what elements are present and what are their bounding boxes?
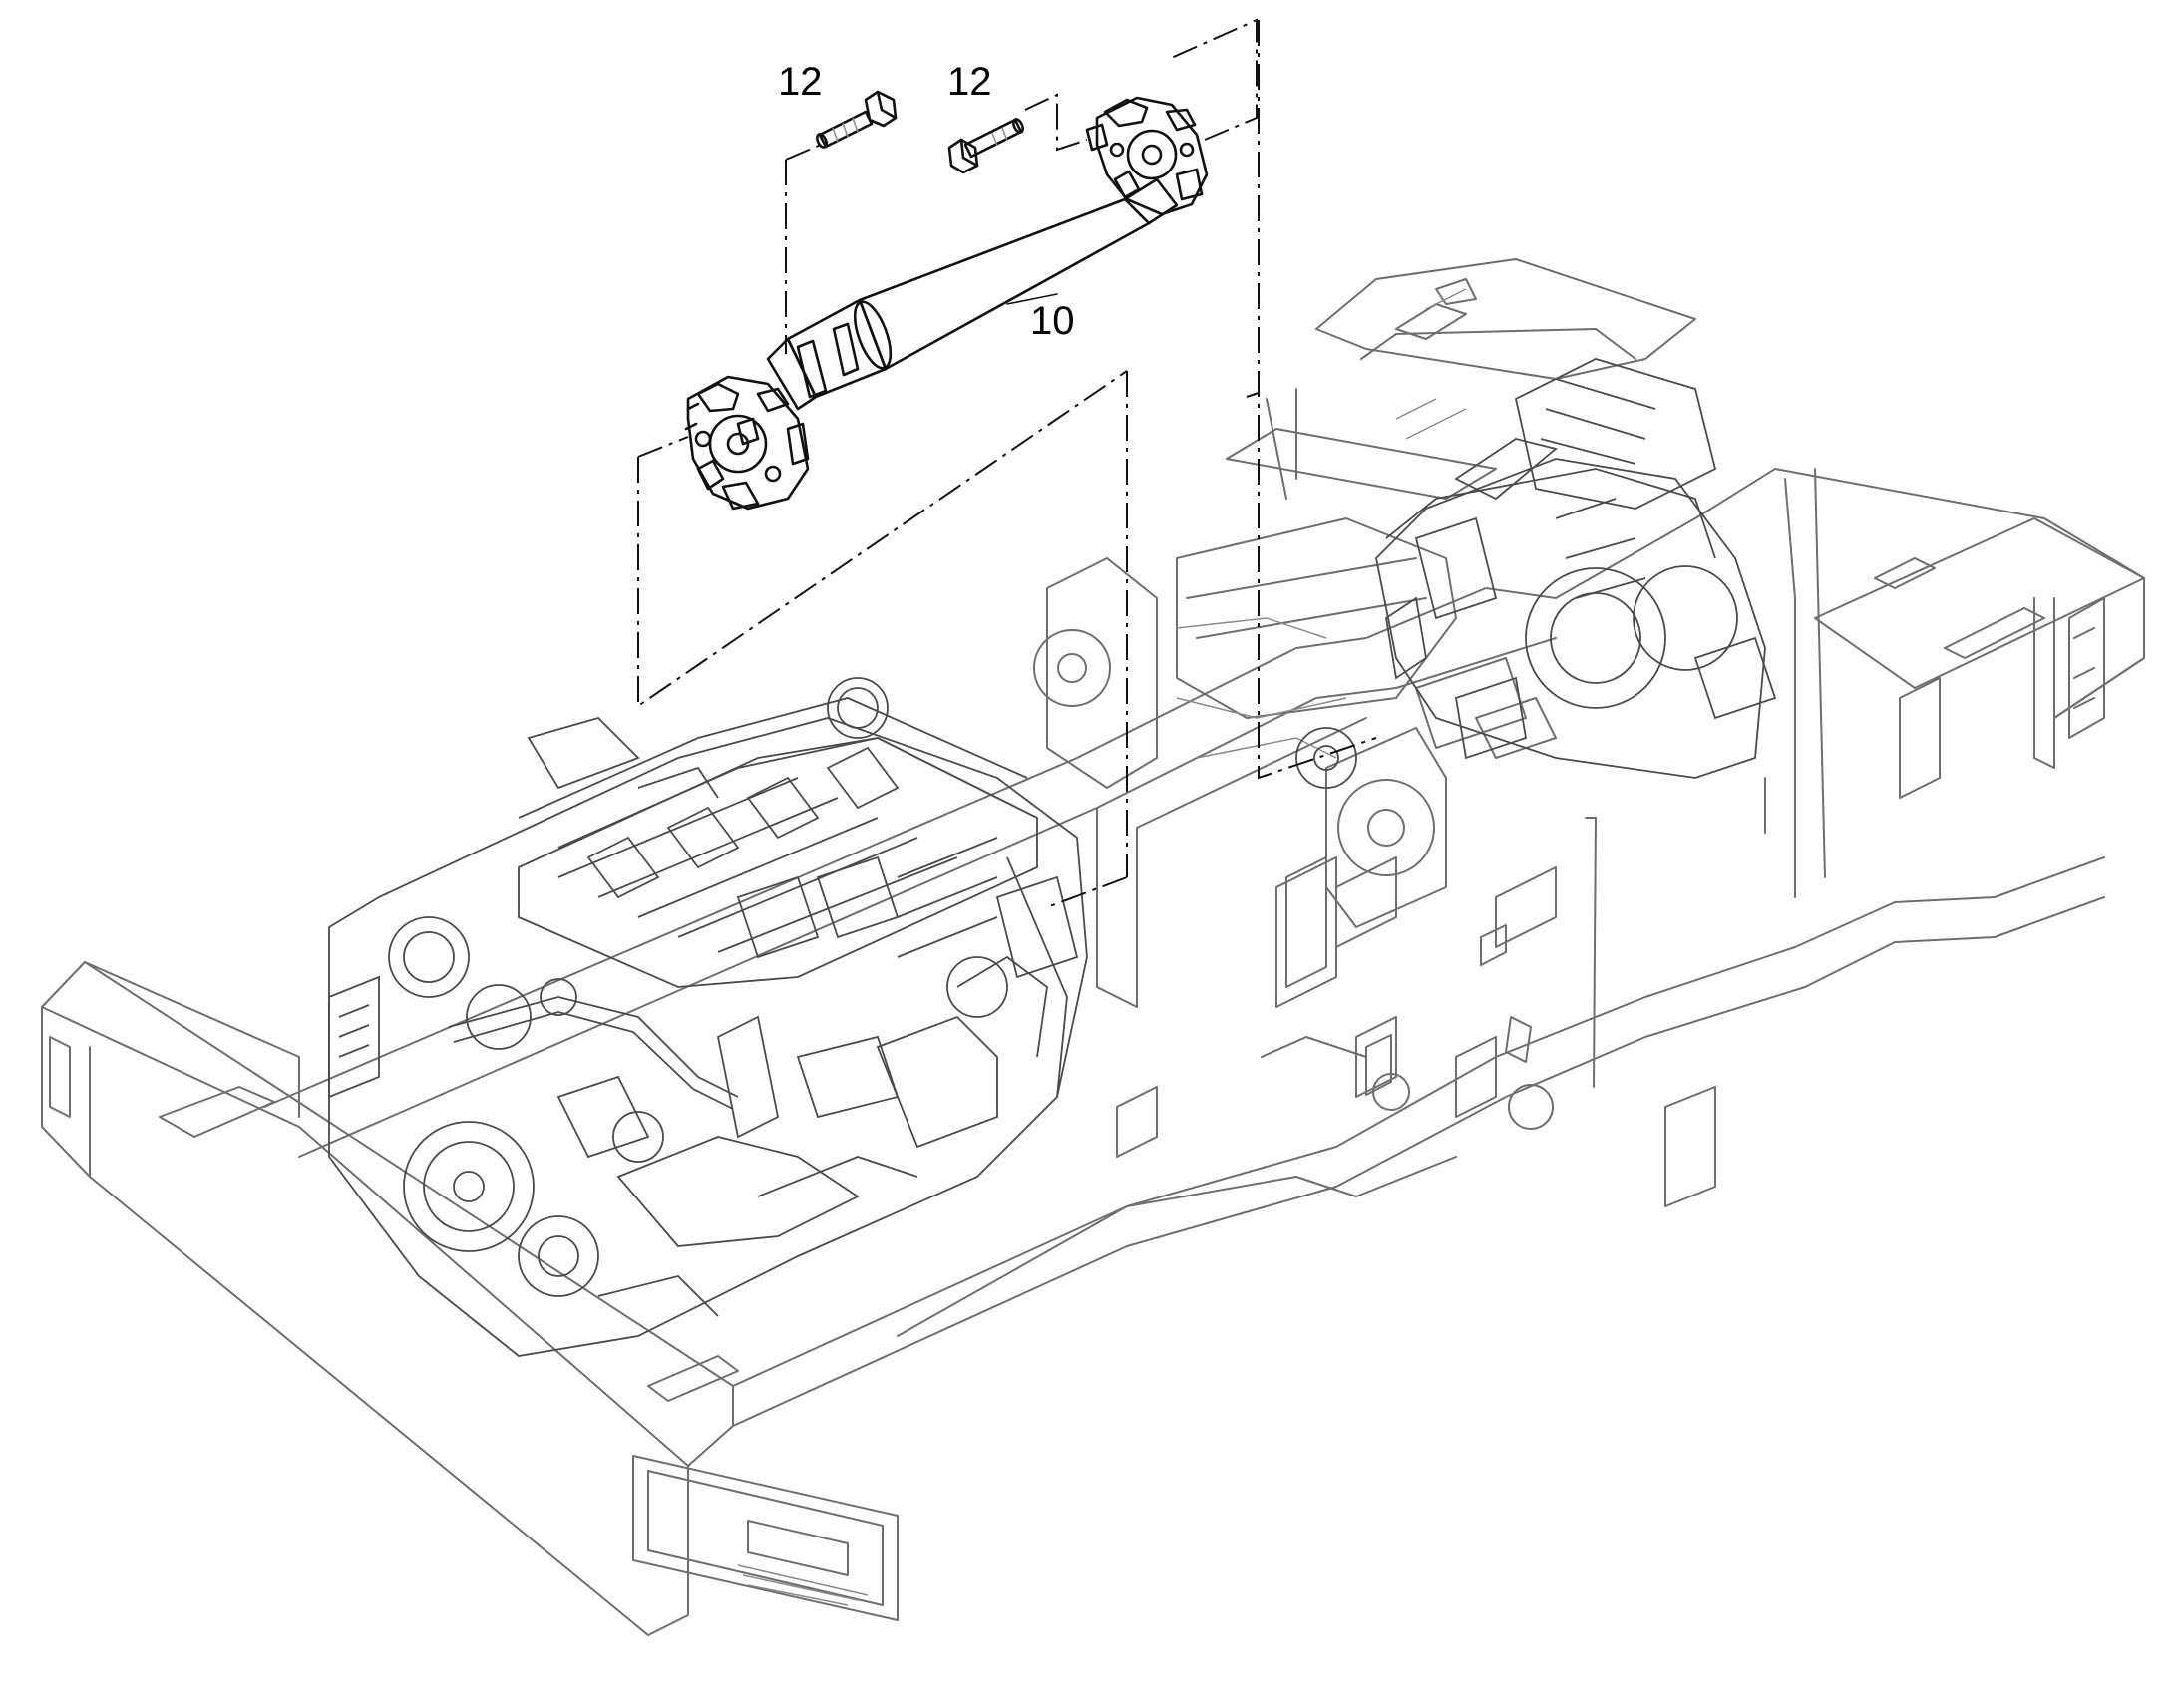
callout-bolt-left: 12 — [778, 60, 823, 104]
bolt-right — [947, 118, 1024, 174]
callout-10-leader — [1006, 293, 1058, 305]
bolt-left — [816, 90, 898, 149]
transmission-assembly — [1295, 358, 1777, 789]
chassis-frame — [41, 258, 2145, 1636]
callout-bolt-right: 12 — [947, 60, 992, 104]
front-flange-yoke — [684, 375, 810, 511]
callout-drive-shaft: 10 — [1030, 299, 1075, 343]
engine-assembly — [328, 677, 1088, 1357]
assembly-guide-lines — [637, 18, 1377, 908]
drive-shaft — [766, 177, 1179, 411]
rear-flange-yoke — [1085, 96, 1209, 216]
